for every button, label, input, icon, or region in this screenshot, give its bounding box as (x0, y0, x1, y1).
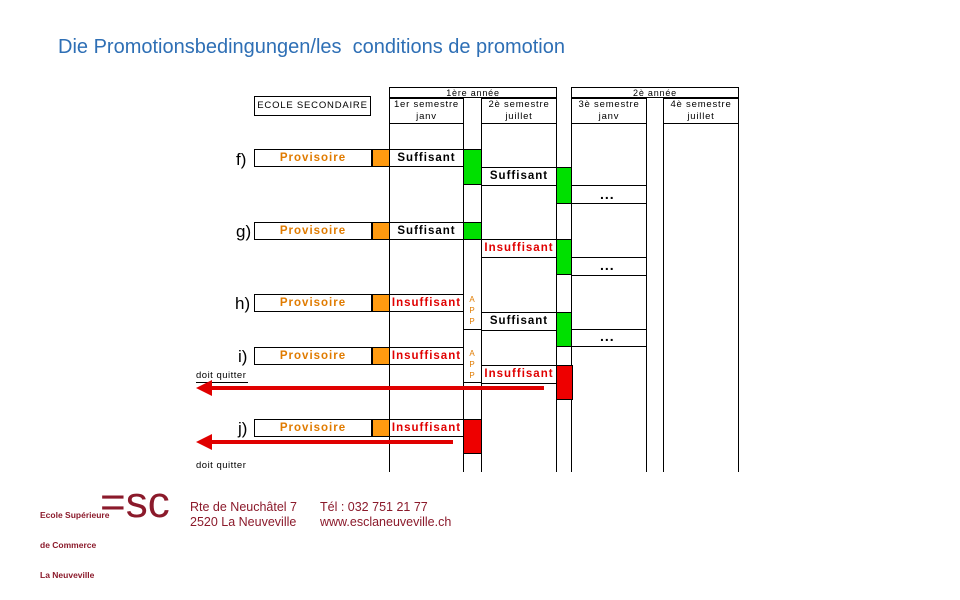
arrow-line (210, 386, 544, 390)
app-label: A P P (469, 349, 475, 380)
status-s1: Insuffisant (389, 347, 464, 365)
app-label: A P P (469, 295, 475, 326)
orange-square (372, 347, 390, 365)
status-provisoire: Provisoire (254, 222, 372, 240)
grid-line (556, 124, 557, 472)
row-label-h: h) (235, 294, 251, 313)
row-label-i: i) (238, 347, 248, 366)
grid-line (463, 382, 482, 383)
header-year2: 2è année (571, 87, 739, 98)
status-s3 (571, 257, 647, 276)
logo: Ecole Supérieure de Commerce La Neuvevil… (40, 478, 170, 580)
logo-text: Ecole Supérieure de Commerce La Neuvevil… (40, 510, 110, 580)
header-sem2: 2è semestre juillet (481, 98, 557, 124)
arrow-line (210, 440, 453, 444)
status-s2: Suffisant (481, 167, 557, 186)
red-square (463, 419, 482, 454)
doit-quitter-label: doit quitter (196, 460, 247, 471)
status-provisoire: Provisoire (254, 149, 372, 167)
status-s1: Suffisant (389, 222, 464, 240)
status-provisoire: Provisoire (254, 294, 372, 312)
website-link[interactable]: www.esclaneuveville.ch (320, 515, 452, 529)
underline (196, 382, 248, 383)
orange-square (372, 419, 390, 437)
logo-mark: =sc (100, 478, 170, 527)
page-title: Die Promotionsbedingungen/les conditions… (58, 36, 565, 58)
green-square (556, 312, 572, 347)
status-s3 (571, 329, 647, 347)
status-provisoire: Provisoire (254, 419, 372, 437)
red-square (556, 365, 573, 400)
grid-line (663, 124, 664, 472)
doit-quitter-label: doit quitter (196, 370, 247, 381)
status-s2: Insuffisant (481, 239, 557, 258)
orange-square (372, 149, 390, 167)
status-s1: Insuffisant (389, 419, 464, 437)
grid-line (738, 124, 739, 472)
header-sem4: 4è semestre juillet (663, 98, 739, 124)
header-ecole: ECOLE SECONDAIRE (254, 96, 371, 116)
ellipsis: ... (600, 257, 615, 273)
row-label-j: j) (238, 419, 248, 438)
green-square (556, 167, 572, 204)
grid-line (481, 124, 482, 472)
grid-line (646, 124, 647, 472)
phone: Tél : 032 751 21 77 (320, 500, 428, 514)
row-label-g: g) (236, 222, 252, 241)
row-label-f: f) (236, 150, 247, 169)
status-s1: Suffisant (389, 149, 464, 167)
green-square (463, 222, 482, 240)
arrow-left-icon (196, 434, 212, 450)
status-s1: Insuffisant (389, 294, 464, 312)
green-square (463, 149, 482, 185)
header-sem3: 3è semestre janv (571, 98, 647, 124)
address-line-1: Rte de Neuchâtel 7 (190, 500, 298, 514)
status-s2: Suffisant (481, 312, 557, 331)
ellipsis: ... (600, 328, 615, 344)
arrow-left-icon (196, 380, 212, 396)
grid-line (463, 329, 482, 330)
header-sem1: 1er semestre janv (389, 98, 464, 124)
status-s2: Insuffisant (481, 365, 557, 384)
status-provisoire: Provisoire (254, 347, 372, 365)
orange-square (372, 294, 390, 312)
grid-line (571, 124, 572, 472)
ellipsis: ... (600, 186, 615, 202)
address-line-2: 2520 La Neuveville (190, 515, 297, 529)
green-square (556, 239, 572, 275)
status-s3 (571, 185, 647, 204)
orange-square (372, 222, 390, 240)
header-year1: 1ère année (389, 87, 557, 98)
